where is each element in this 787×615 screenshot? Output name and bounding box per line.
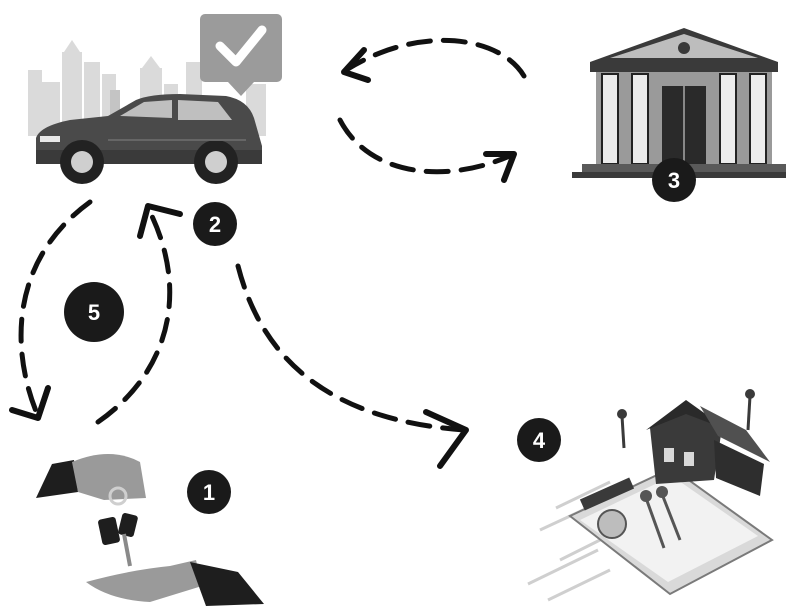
step-badge-5: 5 [64, 282, 124, 342]
house-property-document [528, 389, 772, 600]
step-badge-3: 3 [652, 158, 696, 202]
svg-text:4: 4 [533, 428, 546, 453]
svg-text:1: 1 [203, 480, 215, 505]
step-badge-1: 1 [187, 470, 231, 514]
receiving-hand-icon [86, 560, 264, 606]
arrowhead-to-house [426, 412, 466, 466]
arrow-car-to-bank [340, 120, 514, 172]
bank-building-icon [572, 28, 786, 178]
arrow-car-to-house [238, 266, 464, 430]
hand-with-keys-icon [36, 454, 146, 566]
arrow-bank-to-car [346, 40, 524, 76]
svg-text:5: 5 [88, 300, 100, 325]
svg-text:3: 3 [668, 168, 680, 193]
check-badge-icon [200, 14, 282, 96]
house-icon [617, 389, 770, 496]
step-badge-4: 4 [517, 418, 561, 462]
svg-text:2: 2 [209, 212, 221, 237]
step-badge-2: 2 [193, 202, 237, 246]
